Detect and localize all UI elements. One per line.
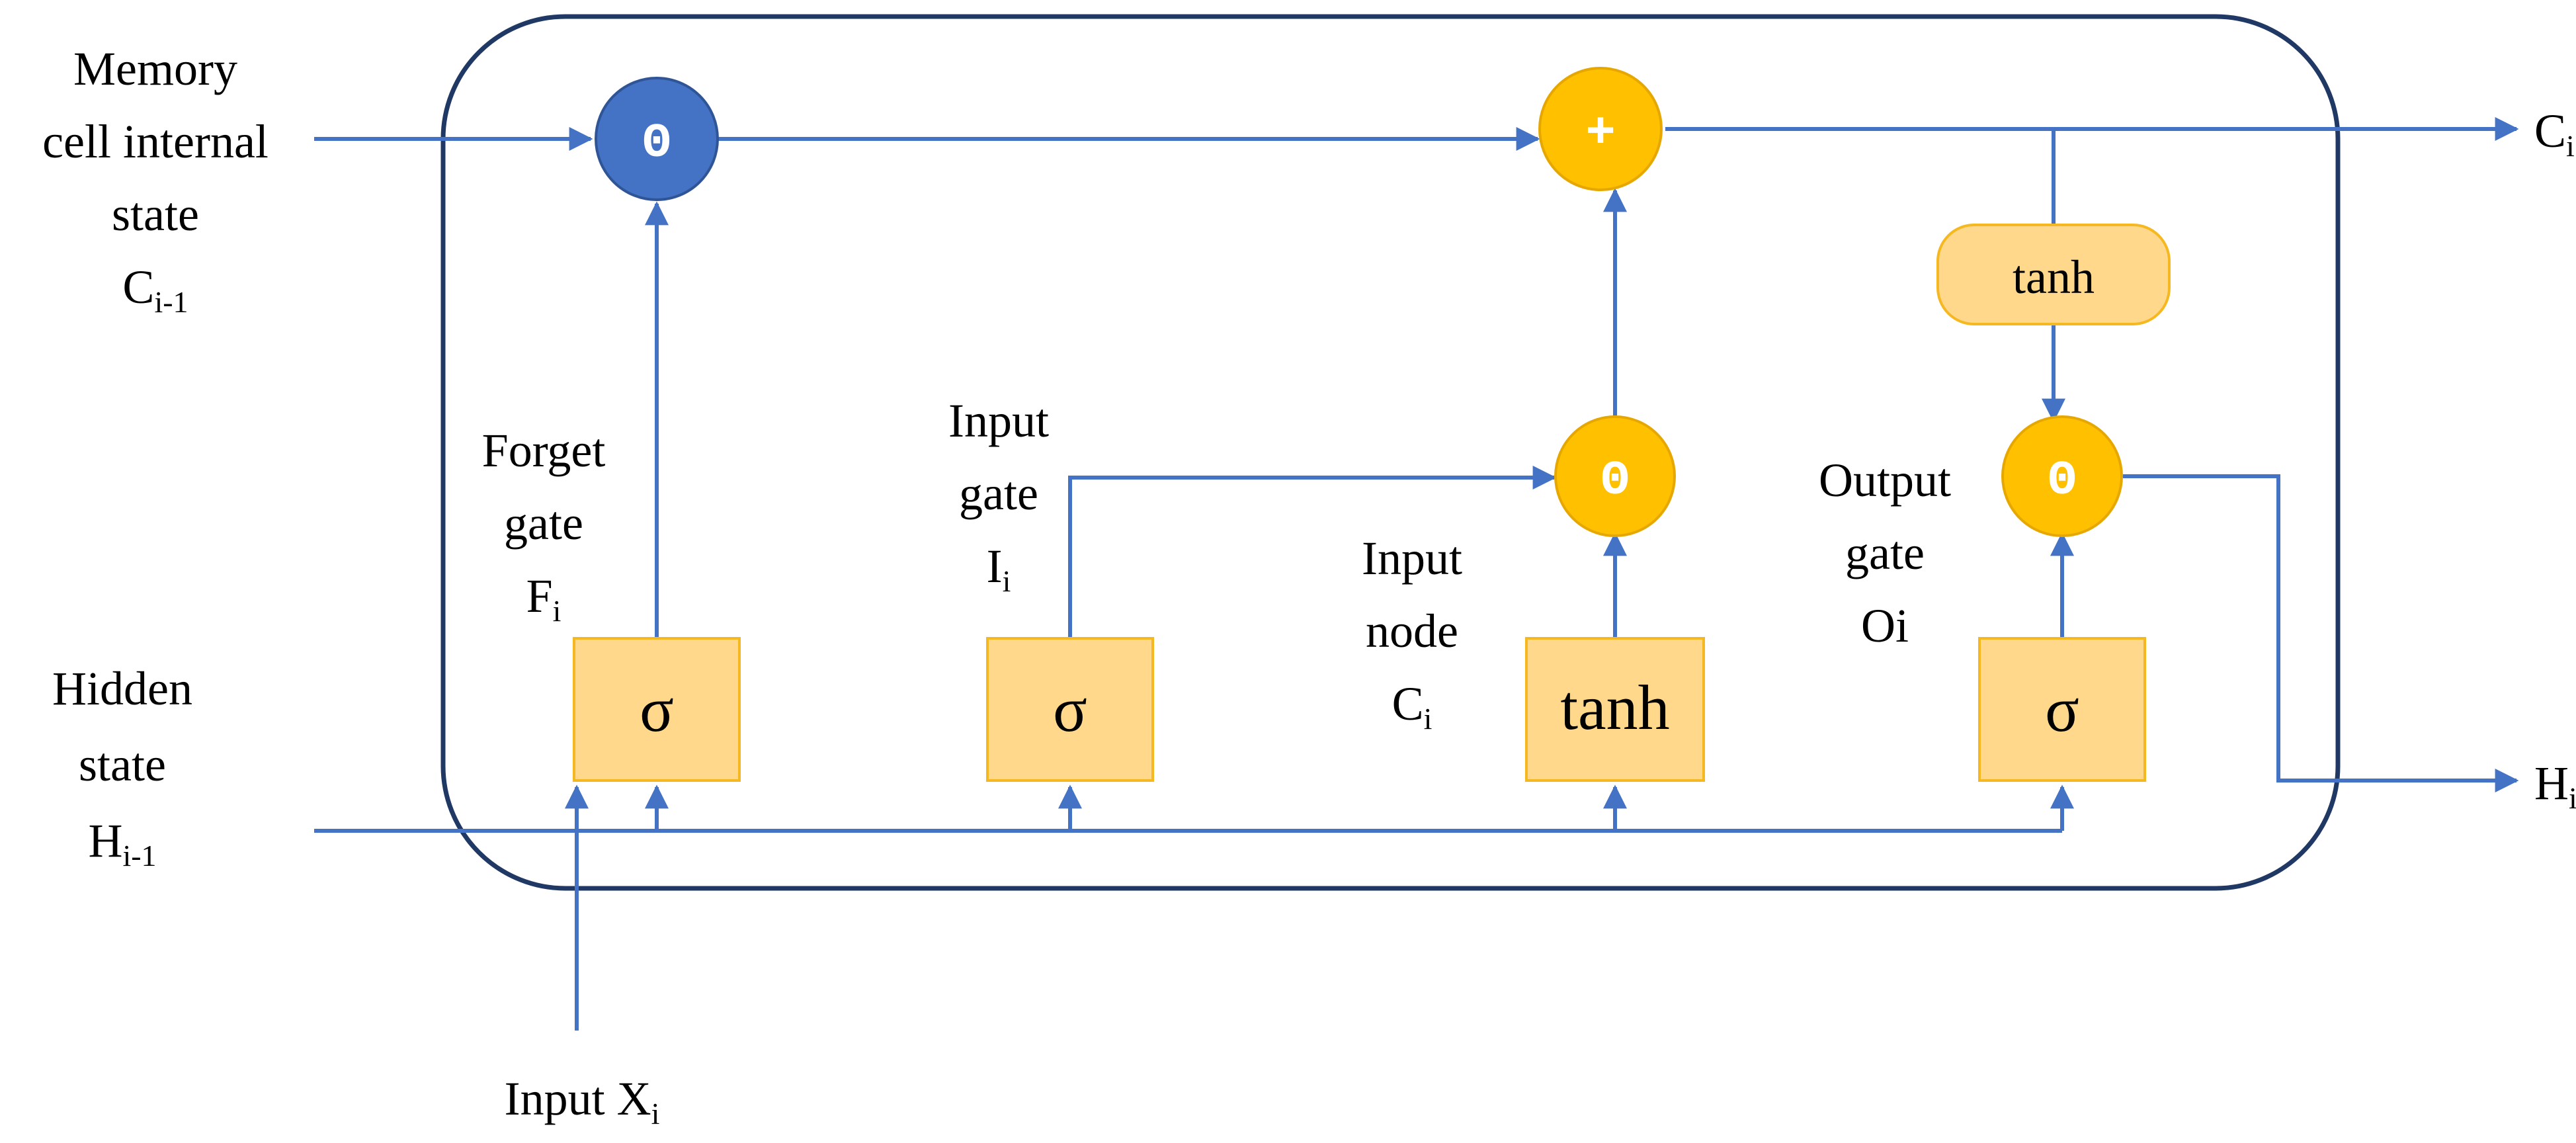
input-multiply-op: ʘ (1554, 415, 1676, 537)
input-gate-line (1068, 466, 1557, 638)
svg-text:state: state (112, 188, 199, 241)
output-multiply-symbol: ʘ (2048, 454, 2076, 508)
svg-text:Hi-1: Hi-1 (88, 814, 156, 872)
svg-text:state: state (79, 738, 166, 791)
cell-add-op: + (1538, 67, 1663, 191)
svg-text:Output: Output (1819, 454, 1951, 507)
input-gate-label: Input gate Ii (948, 394, 1049, 598)
svg-text:node: node (1366, 605, 1458, 657)
cell-tanh-box: tanh (1936, 224, 2171, 325)
cell-tanh-label: tanh (2013, 251, 2095, 304)
hidden-state-label: Hidden state Hi-1 (52, 662, 192, 872)
input-multiply-symbol: ʘ (1600, 454, 1629, 508)
svg-text:Ci-1: Ci-1 (122, 261, 188, 319)
lstm-cell-frame (440, 14, 2341, 891)
output-gate-sigma-box: σ (1978, 637, 2146, 782)
svg-text:gate: gate (959, 467, 1038, 520)
cell-add-symbol: + (1585, 105, 1616, 162)
hidden-state-output-label: Hi (2534, 757, 2576, 815)
svg-text:Oi: Oi (1861, 599, 1909, 652)
input-node-tanh-box: tanh (1525, 637, 1705, 782)
svg-text:Forget: Forget (482, 424, 606, 477)
output-gate-label: Output gate Oi (1819, 454, 1951, 652)
svg-text:Ci: Ci (1392, 677, 1433, 736)
cell-state-output-label: Ci (2534, 105, 2575, 163)
svg-text:gate: gate (504, 497, 583, 550)
input-node-label: Input node Ci (1362, 532, 1462, 736)
hidden-state-output-line (2123, 474, 2519, 792)
forget-sigma-label: σ (640, 674, 674, 745)
input-tanh-label: tanh (1560, 672, 1669, 743)
input-x-label: Input Xi (505, 1072, 660, 1130)
svg-text:gate: gate (1845, 527, 1925, 579)
memory-cell-label: Memory cell internal state Ci-1 (42, 42, 269, 319)
output-sigma-label: σ (2045, 674, 2079, 745)
forget-gate-label: Forget gate Fi (482, 424, 606, 628)
svg-text:Input: Input (1362, 532, 1462, 585)
svg-text:cell internal: cell internal (42, 115, 269, 168)
forget-multiply-symbol: ʘ (642, 116, 671, 171)
forget-multiply-op: ʘ (595, 77, 719, 201)
svg-text:Hidden: Hidden (52, 662, 192, 715)
connections (314, 117, 2519, 1031)
output-multiply-op: ʘ (2001, 415, 2123, 537)
svg-text:Input: Input (948, 394, 1049, 447)
input-sigma-label: σ (1053, 674, 1087, 745)
svg-text:Ii: Ii (987, 540, 1011, 598)
input-gate-sigma-box: σ (986, 637, 1154, 782)
svg-text:Fi: Fi (526, 570, 561, 628)
svg-text:Memory: Memory (73, 42, 237, 95)
forget-gate-sigma-box: σ (573, 637, 741, 782)
